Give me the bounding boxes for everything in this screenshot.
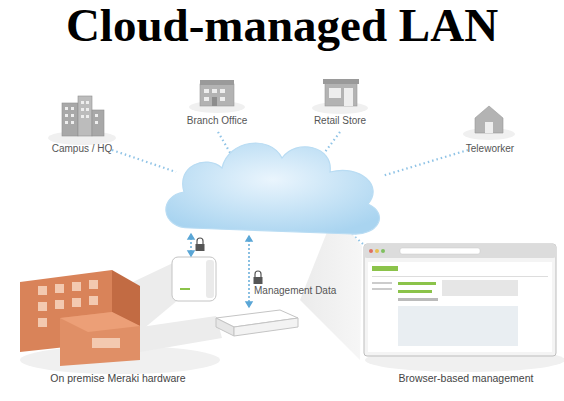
text-label: On premise Meraki hardware [50,372,185,384]
lock-icon [196,238,263,284]
router [216,310,298,336]
text-label: Management Data [254,285,336,296]
branch-icon [200,80,234,106]
access-point [172,257,216,301]
text-label: Teleworker [466,143,514,154]
dotted-link [112,132,468,252]
cloud [166,143,380,234]
teleworker-icon [475,106,503,133]
diagram-title: Cloud-managed LAN [0,0,564,52]
campus-icon [62,96,104,136]
updown-arrow [188,234,252,307]
shadow [20,101,564,374]
text-label: Branch Office [187,115,247,126]
text-label: Campus / HQ [52,143,113,154]
text-label: Retail Store [314,115,366,126]
text-label: Browser-based management [399,372,534,384]
building [20,270,140,366]
browser-window [364,244,556,356]
retail-icon [323,79,359,106]
